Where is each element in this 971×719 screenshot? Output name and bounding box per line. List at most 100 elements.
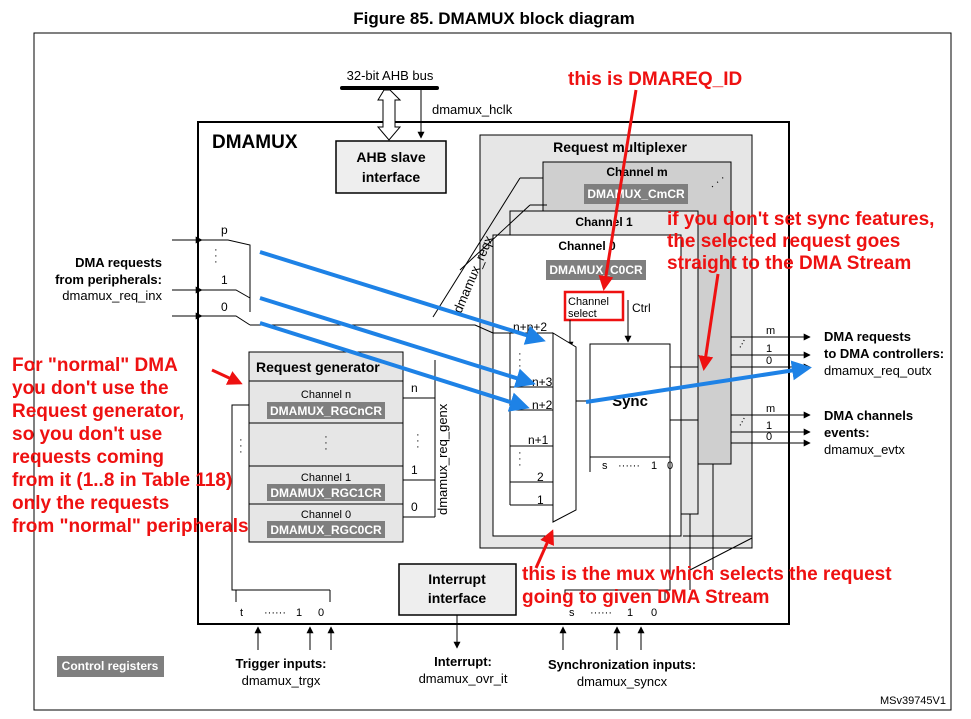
sync-in-s: s bbox=[569, 607, 575, 619]
gen-output-lines: n 1 0 ··· bbox=[403, 360, 436, 518]
channel-m-label: Channel m bbox=[606, 165, 667, 179]
svg-text:·: · bbox=[518, 453, 522, 465]
reg-rgc1cr-box bbox=[267, 484, 385, 501]
request-generator-title: Request generator bbox=[256, 359, 380, 375]
svg-text:······: ······ bbox=[264, 607, 286, 619]
svg-text:·: · bbox=[416, 429, 420, 441]
dma-evt-out-2: events: bbox=[824, 425, 870, 440]
reg-rgcncr-box bbox=[267, 402, 385, 419]
dma-evt-out-3: dmamux_evtx bbox=[824, 442, 905, 457]
sync-row-s: s bbox=[602, 460, 608, 472]
ctrl-label: Ctrl bbox=[632, 301, 651, 315]
figure-title: Figure 85. DMAMUX block diagram bbox=[353, 9, 635, 28]
channel-0-label: Channel 0 bbox=[558, 239, 616, 253]
sync-row-1: 1 bbox=[651, 460, 657, 472]
dma-evt-out-1: DMA channels bbox=[824, 408, 913, 423]
request-generator-box bbox=[248, 351, 404, 543]
red-arrows bbox=[211, 89, 720, 569]
mux-input-n1: n+1 bbox=[528, 433, 549, 447]
dma-req-in-2: from peripherals: bbox=[55, 272, 162, 287]
annotation-normal-4: so you don't use bbox=[12, 424, 162, 445]
sync-in-0: 0 bbox=[651, 607, 657, 619]
control-registers-legend bbox=[57, 656, 164, 677]
reg-c0cr-label: DMAMUX_C0CR bbox=[549, 263, 643, 277]
out-evt-0: 0 bbox=[766, 431, 772, 443]
svg-text:······: ······ bbox=[618, 460, 640, 472]
annotation-normal-7: only the requests bbox=[12, 493, 169, 514]
interrupt-interface-line1: Interrupt bbox=[428, 571, 486, 587]
reqx-bus-line bbox=[250, 324, 510, 334]
annotation-normal-2: you don't use the bbox=[12, 378, 169, 399]
svg-text:·: · bbox=[214, 250, 218, 262]
annotation-normal-8: from "normal" peripherals bbox=[12, 516, 249, 537]
reg-rgc0cr-label: DMAMUX_RGC0CR bbox=[270, 523, 382, 537]
reg-rgcncr-label: DMAMUX_RGCnCR bbox=[270, 404, 382, 418]
gen-channel-1: Channel 1 bbox=[301, 472, 351, 484]
dma-req-out-3: dmamux_req_outx bbox=[824, 363, 932, 378]
dma-req-in-1: DMA requests bbox=[75, 255, 162, 270]
annotation-mux-1: this is the mux which selects the reques… bbox=[522, 564, 892, 585]
svg-text:·: · bbox=[518, 354, 522, 366]
interrupt-interface-box bbox=[398, 563, 517, 616]
trigger-row-1: 1 bbox=[296, 607, 302, 619]
dma-req-out-2: to DMA controllers: bbox=[824, 346, 944, 361]
reg-rgc1cr-label: DMAMUX_RGC1CR bbox=[270, 486, 382, 500]
gen-out-n: n bbox=[411, 381, 418, 395]
trigger-inputs-label: Trigger inputs: bbox=[236, 656, 327, 671]
svg-text:·: · bbox=[518, 447, 522, 459]
ahb-slave-line1: AHB slave bbox=[356, 149, 425, 165]
interrupt-signal: dmamux_ovr_it bbox=[419, 671, 508, 686]
blue-arrows bbox=[259, 250, 812, 412]
mux-input-n2: n+2 bbox=[532, 398, 553, 412]
outer-frame bbox=[33, 32, 952, 711]
reg-cmcr-box bbox=[584, 184, 688, 204]
peripheral-input-lines: p 1 0 ··· bbox=[172, 223, 251, 326]
channel-1-label: Channel 1 bbox=[575, 215, 633, 229]
dma-req-out-1: DMA requests bbox=[824, 329, 911, 344]
svg-text:·: · bbox=[416, 435, 420, 447]
gen-out-1: 1 bbox=[411, 463, 418, 477]
trigger-inputs-signal: dmamux_trgx bbox=[242, 673, 321, 688]
channel-select-box bbox=[563, 290, 625, 322]
svg-text:·: · bbox=[324, 443, 328, 455]
interrupt-label: Interrupt: bbox=[434, 654, 492, 669]
gen-channel-n: Channel n bbox=[301, 389, 351, 401]
mux-input-n3: n+3 bbox=[532, 375, 553, 389]
ahb-bus-connector bbox=[376, 89, 402, 141]
output-lines-evt: m 1 0 ··· bbox=[731, 403, 811, 447]
svg-text:······: ······ bbox=[590, 607, 612, 619]
annotation-sync-2: the selected request goes bbox=[667, 231, 900, 252]
trigger-row-0: 0 bbox=[318, 607, 324, 619]
svg-text:·: · bbox=[214, 244, 218, 256]
svg-text:·: · bbox=[518, 459, 522, 471]
reg-rgc0cr-box bbox=[267, 521, 385, 538]
annotation-normal-6: from it (1..8 in Table 118) bbox=[12, 470, 232, 491]
annotation-mux-2: going to given DMA Stream bbox=[522, 587, 769, 608]
hclk-label: dmamux_hclk bbox=[432, 102, 513, 117]
input-label-1: 1 bbox=[221, 273, 228, 287]
mux-input-2: 2 bbox=[537, 470, 544, 484]
ahb-slave-box bbox=[335, 140, 447, 194]
ahb-slave-line2: interface bbox=[362, 169, 421, 185]
out-evt-m: m bbox=[766, 403, 775, 415]
sync-input-bus bbox=[564, 472, 671, 602]
annotation-dmareq-id: this is DMAREQ_ID bbox=[568, 69, 742, 90]
input-label-0: 0 bbox=[221, 300, 228, 314]
dmamux-req-genx-label: dmamux_req_genx bbox=[435, 403, 450, 515]
gen-channel-0: Channel 0 bbox=[301, 509, 351, 521]
sync-in-1: 1 bbox=[627, 607, 633, 619]
reg-c0cr-box bbox=[546, 260, 646, 280]
annotation-sync-3: straight to the DMA Stream bbox=[667, 253, 911, 274]
dma-req-in-3: dmamux_req_inx bbox=[62, 288, 162, 303]
out-evt-1: 1 bbox=[766, 420, 772, 432]
svg-text:·: · bbox=[239, 446, 243, 458]
out-req-1: 1 bbox=[766, 343, 772, 355]
gen-out-0: 0 bbox=[411, 500, 418, 514]
channel-select-line2: select bbox=[568, 308, 597, 320]
svg-text:·: · bbox=[324, 431, 328, 443]
mux-shape bbox=[552, 332, 577, 523]
sync-inputs-signal: dmamux_syncx bbox=[577, 674, 668, 689]
figure-ref: MSv39745V1 bbox=[880, 695, 946, 707]
request-multiplexer-title: Request multiplexer bbox=[553, 139, 687, 155]
